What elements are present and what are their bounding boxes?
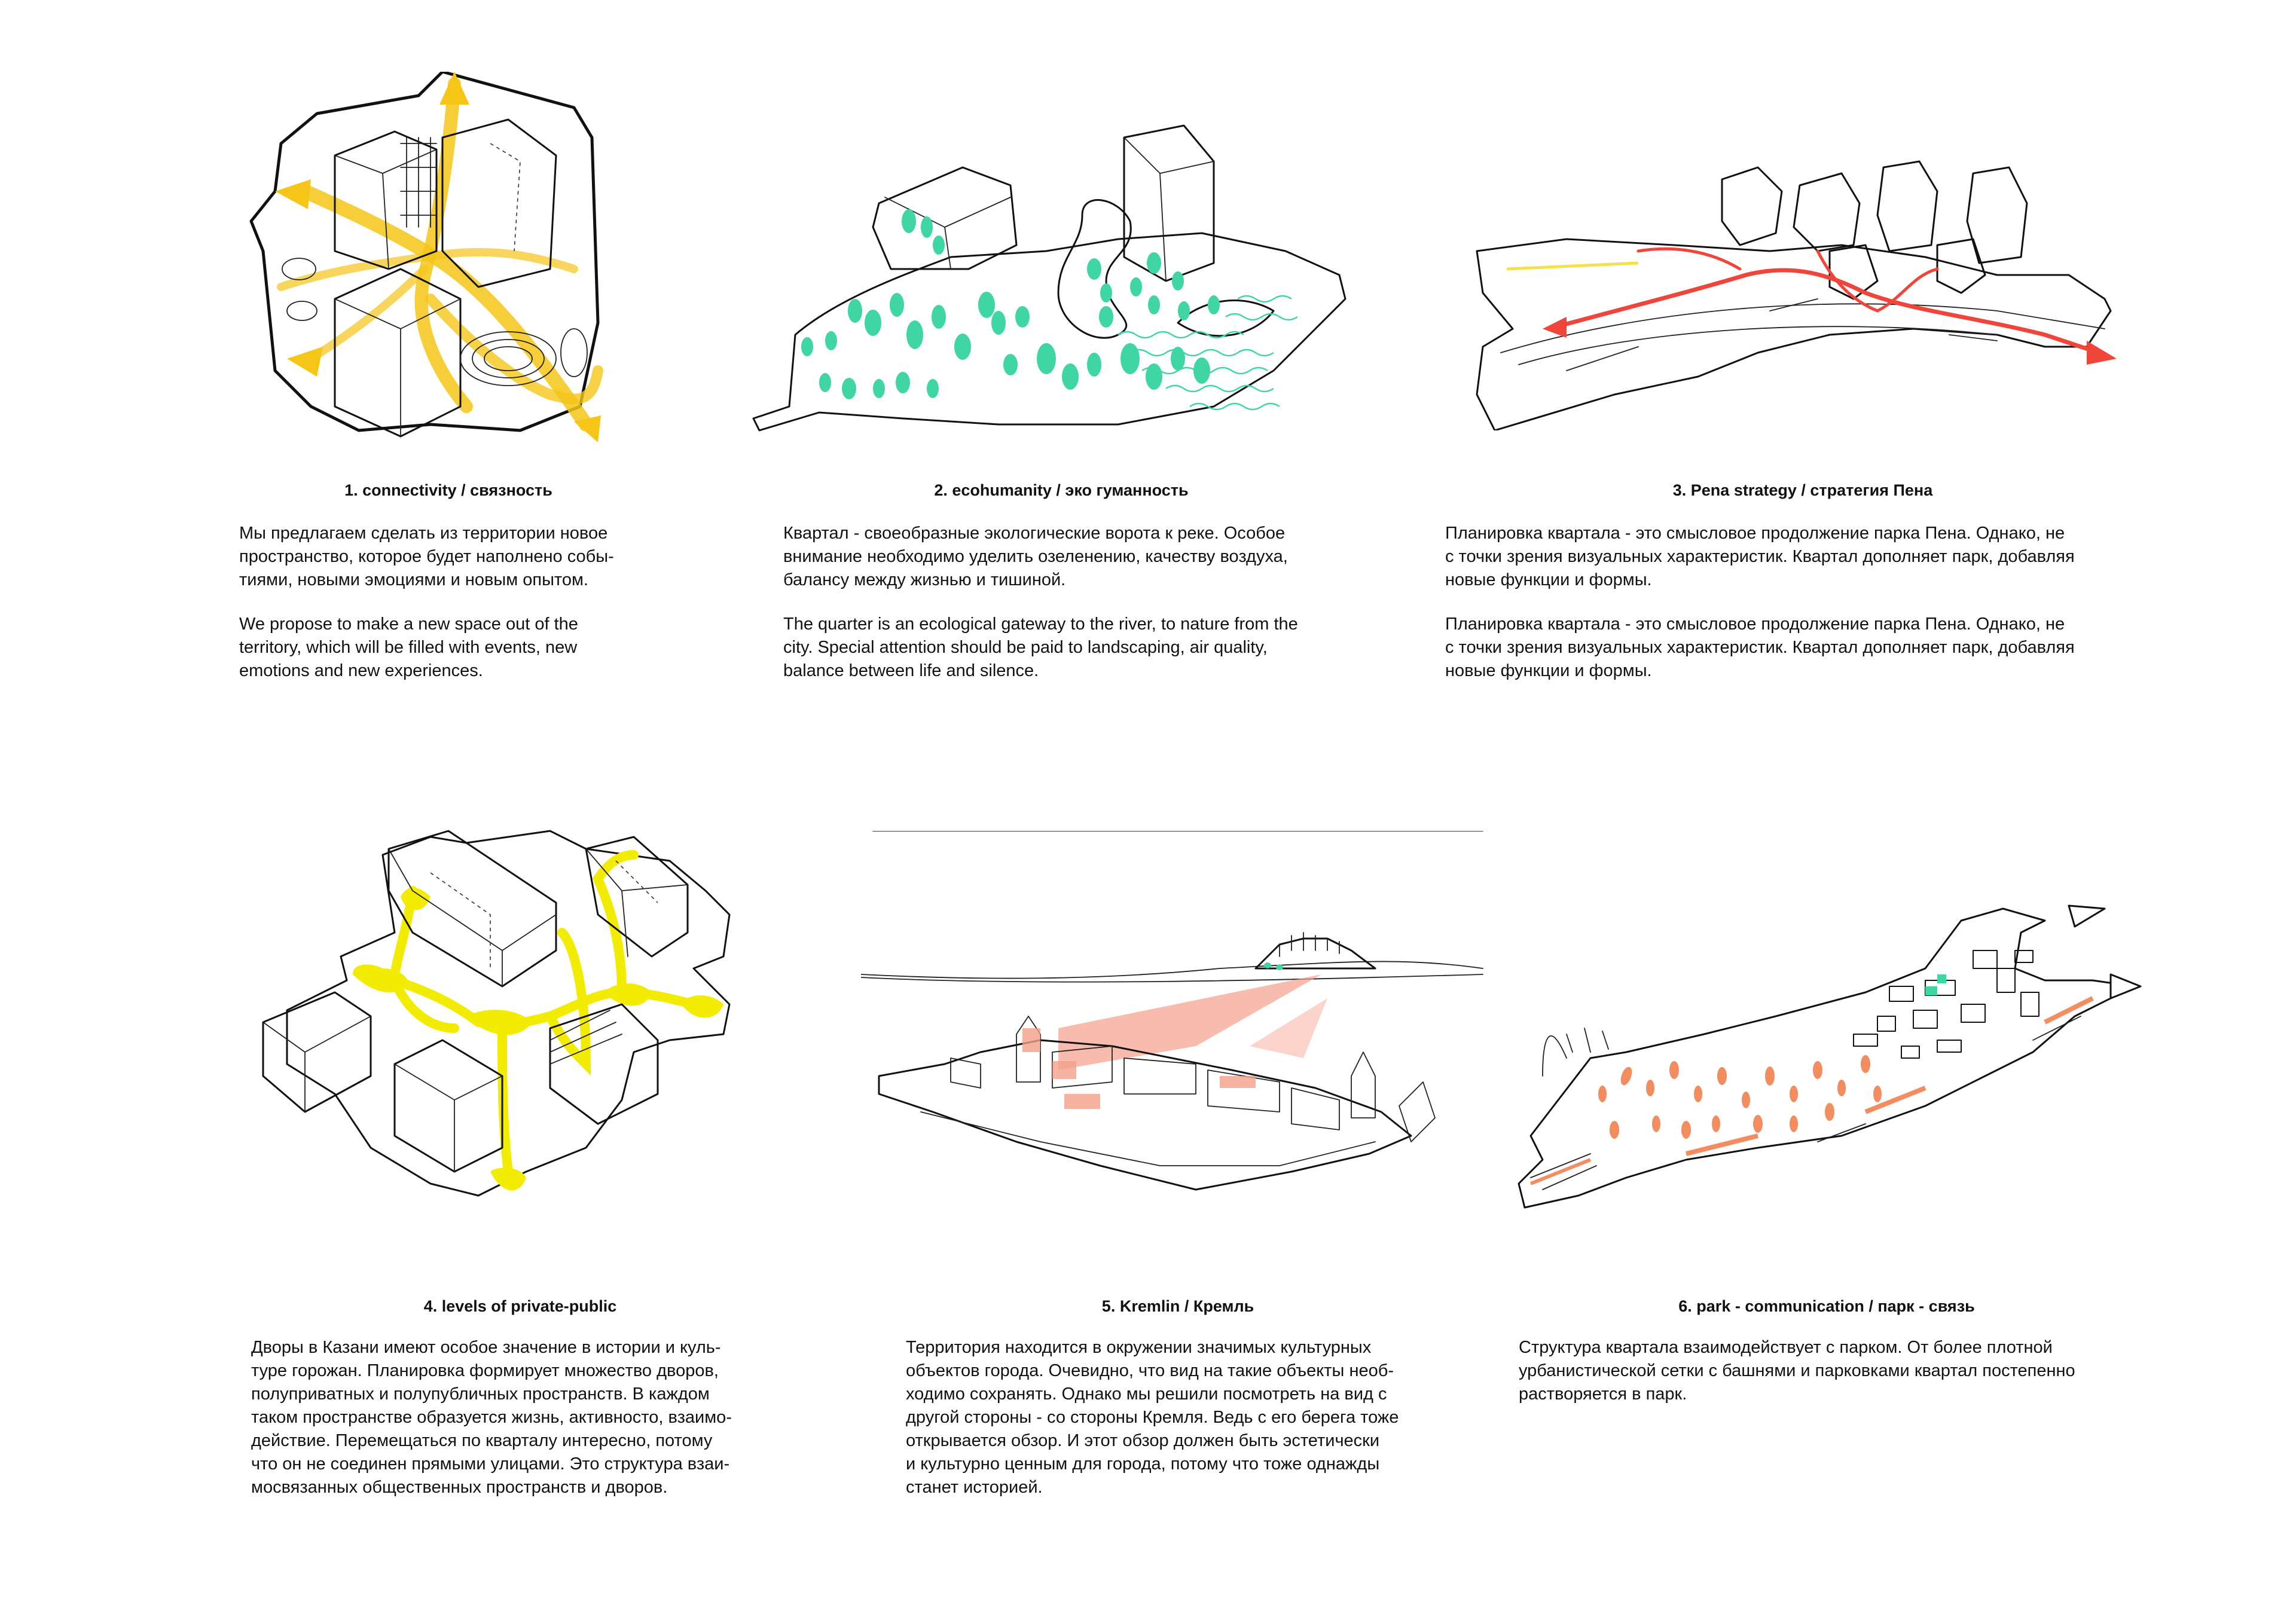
panel-text: Планировка квартала - это смысловое прод… — [1445, 522, 2151, 704]
paragraph-ru: Планировка квартала - это смысловое прод… — [1445, 524, 2075, 589]
private-public-sketch — [251, 813, 789, 1243]
route-line — [1546, 268, 2101, 355]
route-line — [1636, 247, 1742, 271]
panel-text: Квартал - своеобразные экологические вор… — [783, 522, 1381, 704]
paragraph-ru-repeat: Планировка квартала - это смысловое прод… — [1445, 615, 2075, 680]
panel-text: Территория находится в окружении значимы… — [906, 1336, 1456, 1520]
paragraph-en: We propose to make a new space out of th… — [239, 615, 578, 680]
panel-title: 4. levels of private-public — [423, 1297, 617, 1315]
park-communication-sketch — [1507, 897, 2147, 1231]
pena-strategy-sketch — [1459, 155, 2147, 430]
arrow-head — [2068, 904, 2106, 928]
flow-path — [425, 294, 603, 405]
panel-title: 1. connectivity / связность — [344, 481, 552, 499]
courtyard-path — [389, 850, 698, 1176]
paragraph-en: The quarter is an ecological gateway to … — [783, 615, 1298, 680]
arrow-head — [275, 179, 311, 209]
connectivity-sketch — [239, 72, 658, 442]
flow-path — [277, 247, 578, 291]
water-waves — [1118, 295, 1298, 411]
view-cone — [1058, 974, 1321, 1070]
arrow-head — [1543, 317, 1567, 338]
panel-text: Мы предлагаем сделать из территории ново… — [239, 522, 670, 704]
arrow-head — [2087, 341, 2117, 365]
route-line — [1816, 249, 1939, 313]
panel-text: Дворы в Казани имеют особое значение в и… — [251, 1336, 801, 1520]
yellow-path — [1506, 261, 1639, 271]
panel-text: Структура квартала взаимодействует с пар… — [1519, 1336, 2141, 1427]
kremlin-sketch — [861, 831, 1495, 1219]
paragraph-ru: Структура квартала взаимодействует с пар… — [1519, 1338, 2075, 1404]
panel-title: 5. Kremlin / Кремль — [1101, 1297, 1254, 1315]
paragraph-ru: Квартал - своеобразные экологические вор… — [783, 524, 1288, 589]
tree-group — [801, 209, 1220, 399]
park-mark — [1529, 996, 2094, 1185]
view-cone — [1250, 998, 1327, 1058]
arrow-head — [439, 72, 469, 105]
panel-title: 6. park - communication / парк - связь — [1678, 1297, 1975, 1315]
ecohumanity-sketch — [747, 108, 1375, 454]
paragraph-ru: Территория находится в окружении значимы… — [906, 1338, 1399, 1497]
panel-title: 3. Pena strategy / стратегия Пена — [1672, 481, 1933, 499]
panel-title: 2. ecohumanity / эко гуманность — [934, 481, 1189, 499]
arrow-head — [287, 347, 323, 377]
arrow-head — [574, 415, 601, 442]
paragraph-ru: Мы предлагаем сделать из территории ново… — [239, 524, 614, 589]
flow-path — [307, 265, 429, 363]
paragraph-ru: Дворы в Казани имеют особое значение в и… — [251, 1338, 732, 1497]
arrow-head — [2109, 973, 2142, 1000]
highlight-mark — [1022, 1028, 1256, 1109]
